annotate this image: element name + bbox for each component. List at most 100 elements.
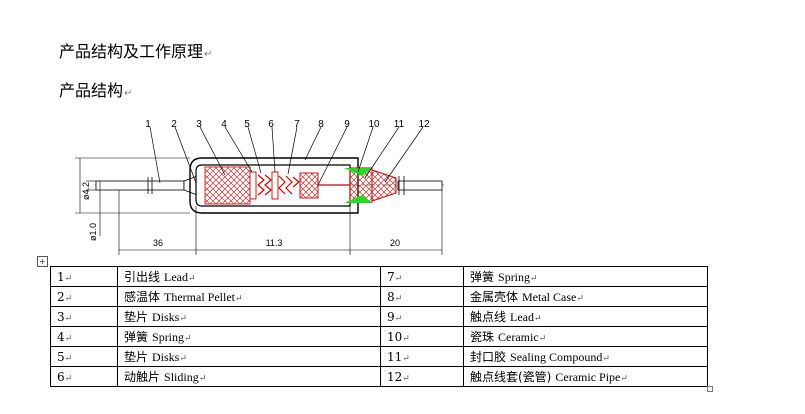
part-name-chinese: 弹簧 [124, 330, 149, 344]
dimension-body-diameter: ø4.2 [81, 182, 91, 200]
part-name-english: Metal Case [522, 290, 577, 304]
callout-3: 3 [196, 119, 202, 130]
part-number-cell: 11↵ [380, 346, 464, 367]
dimension-right-length: 20 [390, 238, 400, 248]
return-mark: ↵ [620, 374, 628, 384]
dimension-lead-diameter: ø1.0 [88, 223, 98, 241]
part-name-chinese: 金属壳体 [470, 290, 519, 304]
part-name-chinese: 弹簧 [470, 270, 495, 284]
part-name-english: Sliding [164, 370, 199, 384]
section-heading: 产品结构↵ [59, 81, 133, 100]
part-number-cell: 12↵ [380, 366, 464, 387]
callout-5: 5 [244, 119, 250, 130]
part-number: 6 [57, 369, 65, 384]
return-mark: ↵ [64, 353, 73, 364]
callout-7: 7 [294, 119, 300, 130]
return-mark: ↵ [198, 374, 207, 384]
part-number-cell: 1↵ [50, 266, 118, 287]
ceramic-sealing [344, 167, 397, 203]
return-mark: ↵ [394, 293, 403, 304]
part-number: 8 [387, 289, 395, 304]
return-mark: ↵ [402, 333, 410, 344]
callout-9: 9 [344, 119, 350, 130]
dimension-lines [75, 157, 443, 255]
callout-6: 6 [268, 119, 274, 130]
callout-numbers: 1 2 3 4 5 6 7 8 9 10 11 12 [145, 119, 430, 130]
return-mark: ↵ [402, 373, 410, 384]
part-name-chinese: 引出线 [124, 270, 161, 284]
part-name-chinese: 垫片 [124, 310, 149, 324]
part-number: 10 [387, 329, 403, 344]
dimension-labels: ø4.2 ø1.0 36 11.3 20 [81, 182, 400, 248]
page-title: 产品结构及工作原理↵ [59, 42, 213, 61]
part-number: 1 [57, 269, 65, 284]
part-number: 2 [57, 289, 65, 304]
callout-1: 1 [145, 119, 151, 130]
part-number: 4 [57, 329, 65, 344]
part-number: 12 [387, 369, 403, 384]
dimension-left-length: 36 [153, 238, 163, 248]
table-move-handle[interactable]: + [37, 256, 48, 267]
part-name-english: Spring [498, 270, 531, 284]
callout-12: 12 [418, 119, 430, 130]
part-number: 5 [57, 349, 65, 364]
return-mark: ↵ [534, 314, 542, 324]
callout-10: 10 [368, 119, 380, 130]
return-mark: ↵ [538, 334, 547, 344]
return-mark: ↵ [64, 293, 73, 304]
part-name-english: Thermal Pellet [164, 290, 235, 304]
part-name-english: Spring [152, 330, 185, 344]
return-mark: ↵ [188, 274, 196, 284]
callout-4: 4 [221, 119, 227, 130]
part-name-english: Disks [152, 350, 180, 364]
return-mark: ↵ [235, 294, 243, 304]
part-number: 7 [387, 269, 395, 284]
part-number-cell: 7↵ [380, 266, 464, 287]
part-number-cell: 5↵ [50, 346, 118, 367]
part-name-chinese: 封口胶 [470, 350, 507, 364]
part-number-cell: 2↵ [50, 286, 118, 307]
part-number-cell: 4↵ [50, 326, 118, 347]
part-number: 3 [57, 309, 65, 324]
return-mark: ↵ [184, 334, 192, 344]
leader-lines [149, 126, 424, 186]
part-number-cell: 8↵ [380, 286, 464, 307]
return-mark: ↵ [179, 314, 187, 324]
dimension-body-length: 11.3 [266, 238, 283, 248]
part-name-english: Ceramic [498, 330, 539, 344]
part-name-english: Ceramic Pipe [555, 370, 621, 384]
part-name-chinese: 瓷珠 [470, 330, 495, 344]
callout-2: 2 [171, 119, 177, 130]
return-mark: ↵ [402, 353, 410, 364]
part-number-cell: 10↵ [380, 326, 464, 347]
return-mark: ↵ [64, 373, 73, 384]
part-number-cell: 9↵ [380, 306, 464, 327]
part-name-english: Lead [164, 270, 188, 284]
part-number-cell: 3↵ [50, 306, 118, 327]
callout-8: 8 [318, 119, 324, 130]
part-name-english: Lead [510, 310, 534, 324]
part-name-chinese: 触点线 [470, 310, 507, 324]
structure-diagram: 1 2 3 4 5 6 7 8 9 10 11 12 ø4.2 ø1.0 36 … [75, 119, 445, 255]
row-end-mark [707, 386, 713, 392]
part-name-cell: 触点线套(瓷管)Ceramic Pipe↵ [463, 366, 708, 387]
part-name-english: Disks [152, 310, 180, 324]
return-mark: ↵ [64, 333, 73, 344]
thermal-pellet [204, 166, 251, 205]
